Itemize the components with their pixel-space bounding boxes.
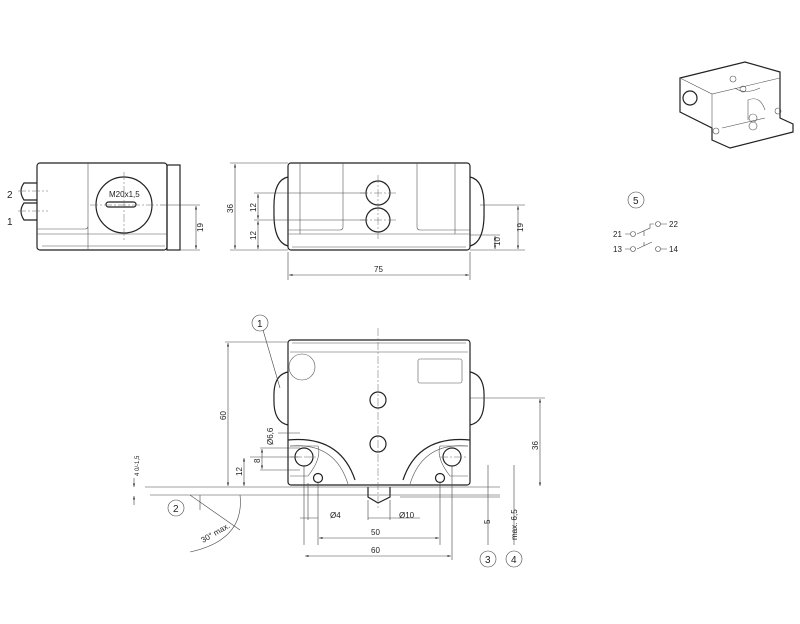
dim-75: 75 — [374, 265, 383, 274]
dim-8: 8 — [253, 458, 262, 463]
front-view: 36 12 12 75 10 19 — [226, 162, 525, 280]
callout-3: 3 — [485, 555, 491, 566]
gland-label-2: 2 — [7, 190, 13, 201]
dim-5: 5 — [483, 519, 492, 524]
thread-label: M20x1,5 — [109, 190, 140, 199]
terminal-14: 14 — [669, 245, 678, 254]
dim-60-height: 60 — [219, 411, 228, 420]
callout-5: 5 — [633, 196, 639, 207]
dim-36-front: 36 — [226, 204, 235, 213]
callout-1: 1 — [257, 319, 263, 330]
dim-19-front: 19 — [516, 223, 525, 232]
gland-label-1: 1 — [7, 217, 13, 228]
terminal-21: 21 — [613, 230, 622, 239]
contact-schematic: 5 21 22 13 14 — [613, 191, 678, 254]
isometric-view — [679, 61, 794, 149]
dim-19-side: 19 — [196, 223, 205, 232]
dim-hole-6-6: Ø6,6 — [266, 427, 275, 445]
dim-60-width: 60 — [371, 546, 380, 555]
tolerance-4: 4 0/-1,5 — [135, 455, 141, 476]
side-view: 2 1 M20x1,5 19 — [7, 162, 205, 251]
callout-4: 4 — [511, 555, 517, 566]
dim-50: 50 — [371, 528, 380, 537]
bottom-view: 1 2 3 4 60 36 12 8 Ø6,6 4 0/-1,5 30° max… — [132, 314, 545, 568]
terminal-13: 13 — [613, 245, 622, 254]
angle-30-max: 30° max. — [200, 521, 232, 545]
terminal-22: 22 — [669, 220, 678, 229]
dim-max-6-5: max. 6,5 — [510, 509, 519, 540]
dim-pin-hole-4: Ø4 — [330, 511, 341, 520]
dim-10: 10 — [493, 237, 502, 246]
dim-36-bottom: 36 — [531, 441, 540, 450]
callout-2: 2 — [173, 504, 179, 515]
dim-pin-10: Ø10 — [399, 511, 415, 520]
dim-12-bottom: 12 — [235, 467, 244, 476]
dim-12-lower: 12 — [249, 231, 258, 240]
dim-12-upper: 12 — [249, 203, 258, 212]
